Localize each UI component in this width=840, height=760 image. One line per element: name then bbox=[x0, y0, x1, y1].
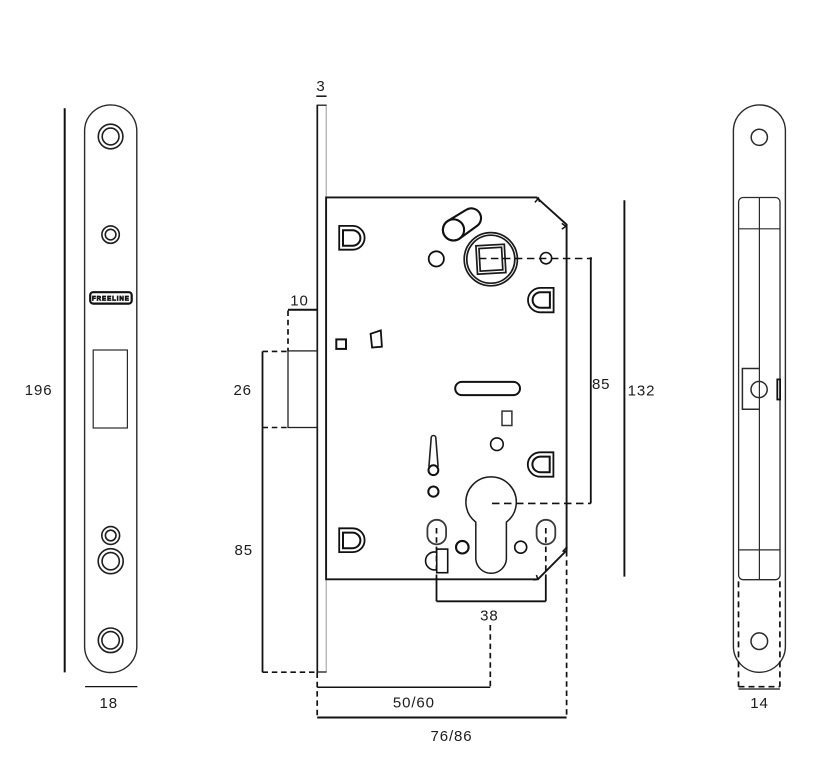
svg-text:3: 3 bbox=[316, 78, 325, 95]
svg-text:85: 85 bbox=[592, 376, 611, 393]
svg-text:196: 196 bbox=[25, 382, 53, 399]
svg-text:50/60: 50/60 bbox=[393, 695, 435, 712]
svg-text:10: 10 bbox=[290, 292, 309, 309]
svg-text:18: 18 bbox=[100, 695, 119, 712]
svg-text:85: 85 bbox=[235, 542, 254, 559]
svg-text:FREELINE: FREELINE bbox=[92, 296, 130, 303]
svg-text:38: 38 bbox=[480, 607, 499, 624]
svg-text:132: 132 bbox=[628, 382, 656, 399]
svg-text:76/86: 76/86 bbox=[430, 728, 472, 745]
svg-text:26: 26 bbox=[233, 382, 252, 399]
svg-text:14: 14 bbox=[750, 695, 769, 712]
